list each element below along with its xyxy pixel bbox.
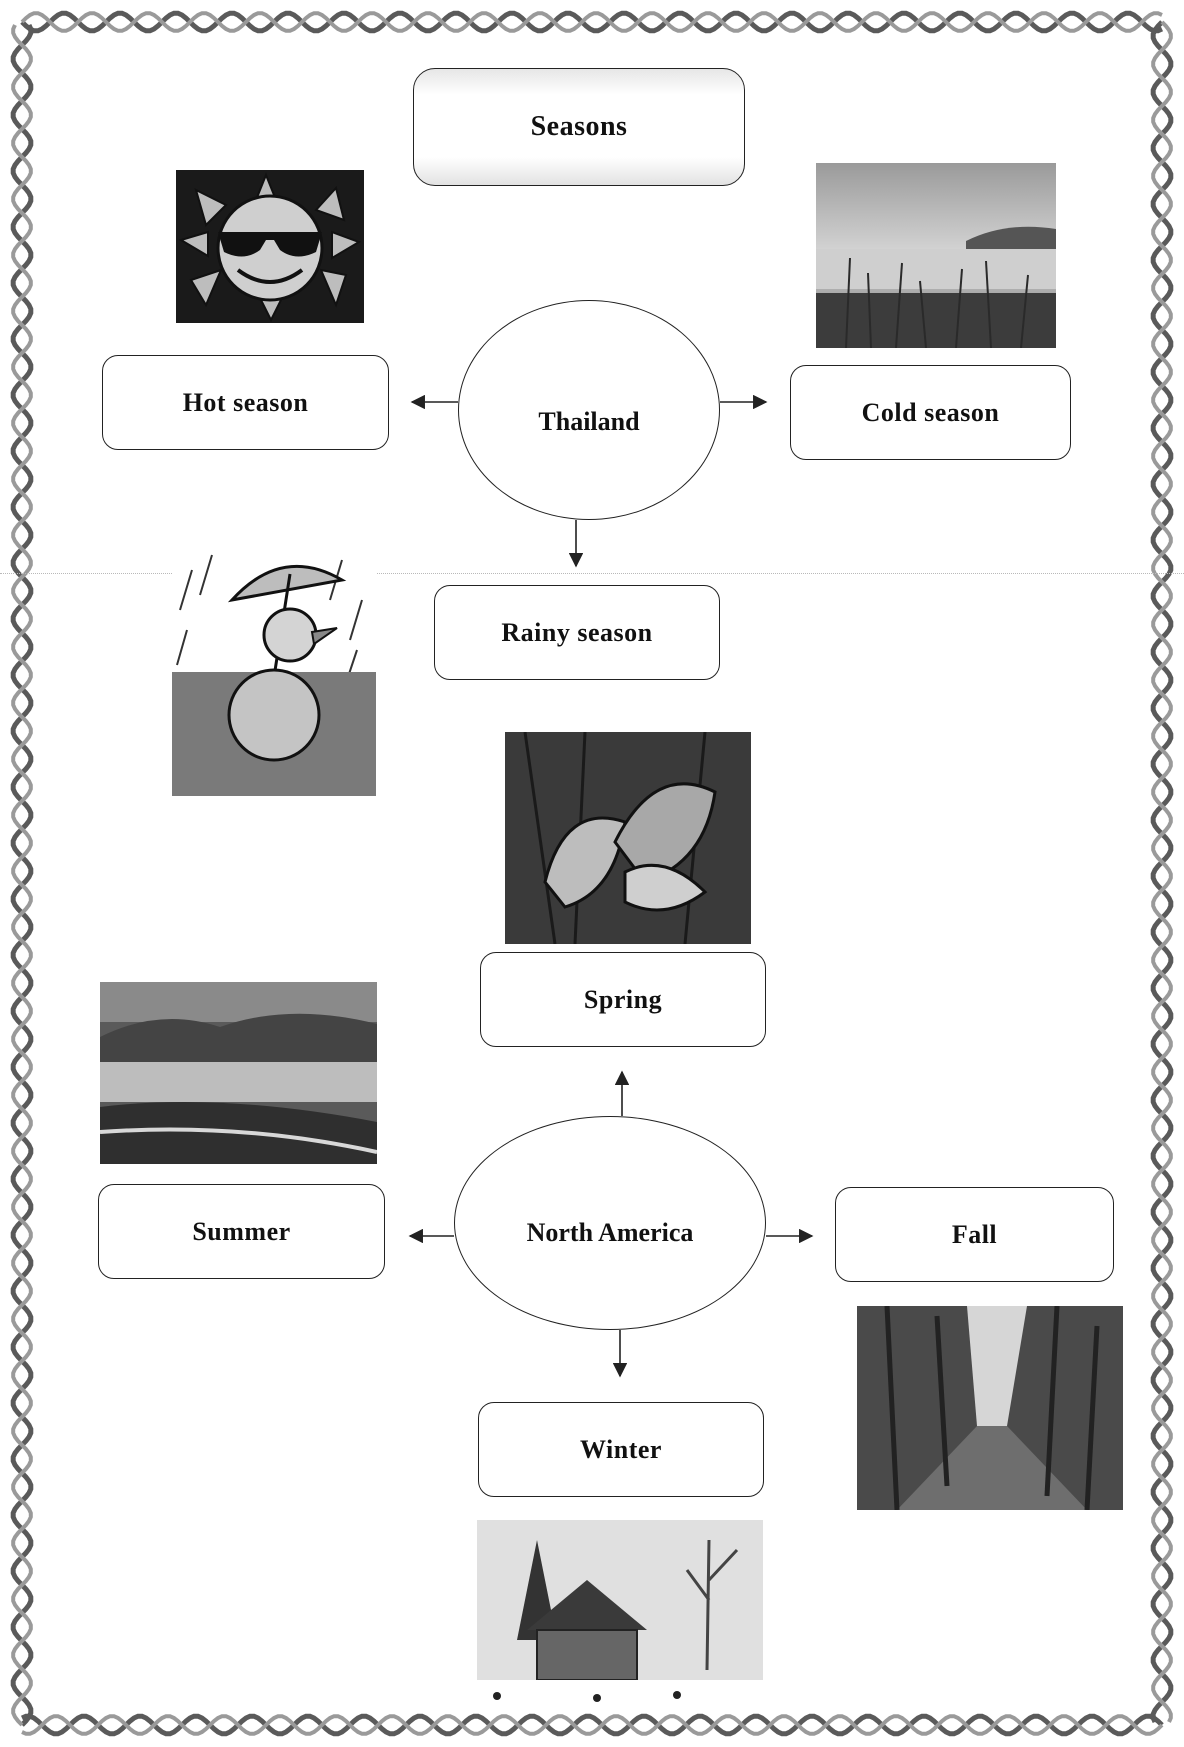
duck-under-umbrella-icon (172, 540, 376, 796)
spring-box: Spring (480, 952, 766, 1047)
spring-label: Spring (583, 984, 663, 1014)
valley-landscape-icon (100, 982, 377, 1164)
hot-season-box: Hot season (102, 355, 389, 450)
summer-label: Summer (192, 1216, 291, 1246)
thailand-label: Thailand (538, 407, 640, 436)
fold-line (0, 573, 1184, 574)
page-title: Seasons (530, 111, 628, 142)
summer-box: Summer (98, 1184, 385, 1279)
hot-season-label: Hot season (182, 387, 309, 417)
rainy-season-label: Rainy season (501, 617, 653, 647)
rainy-season-box: Rainy season (434, 585, 720, 680)
fall-box: Fall (835, 1187, 1114, 1282)
snowy-house-icon (477, 1520, 763, 1708)
north-america-label: North America (526, 1218, 694, 1247)
misty-lake-reeds-icon (816, 163, 1056, 348)
thailand-oval: Thailand (458, 300, 720, 520)
north-america-oval: North America (454, 1116, 766, 1330)
winter-label: Winter (580, 1434, 662, 1464)
cold-season-label: Cold season (861, 397, 1000, 427)
sun-with-sunglasses-icon (176, 170, 364, 323)
crocus-flower-icon (505, 732, 751, 944)
cold-season-box: Cold season (790, 365, 1071, 460)
title-box: Seasons (413, 68, 745, 186)
winter-box: Winter (478, 1402, 764, 1497)
autumn-tree-lined-road-icon (857, 1306, 1123, 1510)
fall-label: Fall (951, 1219, 998, 1249)
